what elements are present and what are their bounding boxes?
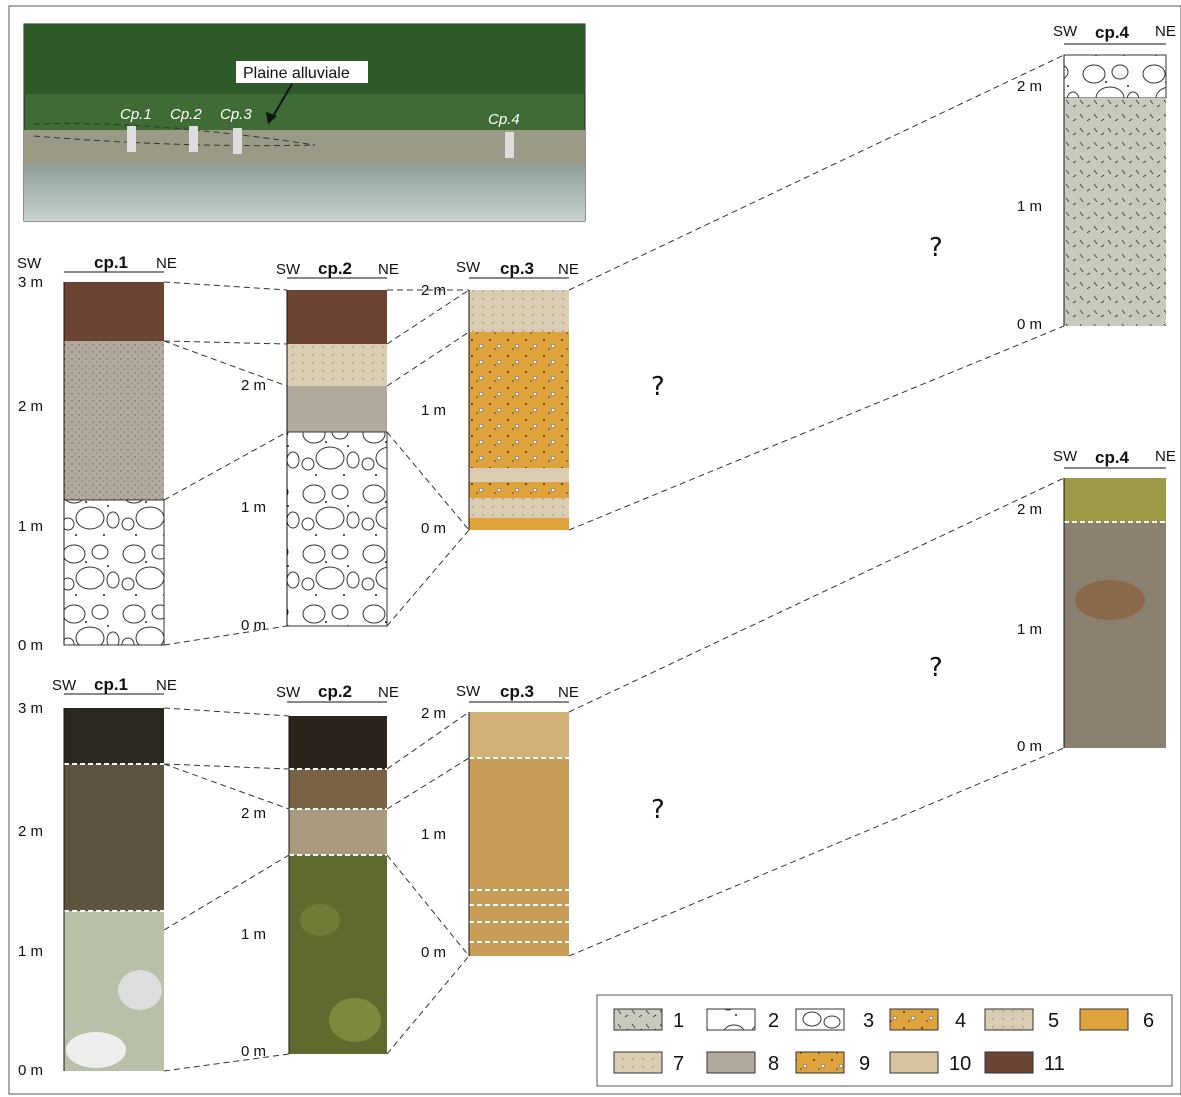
legend-label-5: 5 [1048, 1010, 1059, 1032]
depth-3m: 3 m [18, 700, 43, 717]
depth-1m: 1 m [241, 499, 266, 516]
legend-swatch-9 [795, 1051, 845, 1074]
depth-2m: 2 m [18, 823, 43, 840]
depth-2m: 2 m [421, 282, 446, 299]
profile-title-cp3: cp.3 [500, 259, 534, 278]
profile-title-cp2: cp.2 [318, 682, 352, 701]
legend-label-11: 11 [1044, 1053, 1065, 1075]
depth-0m: 0 m [18, 1062, 43, 1079]
unknown-marker: ? [651, 372, 665, 402]
depth-2m: 2 m [18, 398, 43, 415]
depth-3m: 3 m [18, 274, 43, 291]
legend-label-1: 1 [673, 1010, 684, 1032]
depth-2m: 2 m [241, 805, 266, 822]
profile-title-cp1: cp.1 [94, 675, 128, 694]
legend-swatch-10 [889, 1051, 939, 1074]
orientation-ne: NE [156, 255, 177, 272]
profile-title-cp1: cp.1 [94, 253, 128, 272]
profile-cp3-photo: SW cp.3 NE 2 m 1 m 0 m [421, 682, 579, 961]
profile-title-cp4: cp.4 [1095, 23, 1130, 42]
legend-label-8: 8 [768, 1053, 779, 1075]
legend-label-7: 7 [673, 1053, 684, 1075]
depth-1m: 1 m [18, 518, 43, 535]
legend-label-9: 9 [859, 1053, 870, 1075]
depth-2m: 2 m [1017, 78, 1042, 95]
legend-label-4: 4 [955, 1010, 966, 1032]
legend-swatch-7 [613, 1051, 663, 1074]
depth-1m: 1 m [1017, 621, 1042, 638]
marker-cp1: Cp.1 [120, 106, 152, 123]
unknown-marker: ? [929, 233, 943, 263]
depth-0m: 0 m [1017, 738, 1042, 755]
profile-title-cp3: cp.3 [500, 682, 534, 701]
orientation-ne: NE [558, 261, 579, 278]
depth-1m: 1 m [421, 402, 446, 419]
depth-1m: 1 m [241, 926, 266, 943]
depth-0m: 0 m [1017, 316, 1042, 333]
legend-swatch-8 [706, 1051, 756, 1074]
legend-swatch-4 [889, 1008, 939, 1031]
legend-swatch-1 [613, 1008, 663, 1031]
depth-0m: 0 m [421, 944, 446, 961]
orientation-sw: SW [276, 261, 301, 278]
orientation-ne: NE [558, 684, 579, 701]
profile-title-cp2: cp.2 [318, 259, 352, 278]
site-photo: Cp.1 Cp.2 Cp.3 Cp.4 Plaine alluviale [23, 23, 586, 222]
legend-label-3: 3 [863, 1010, 874, 1032]
orientation-ne: NE [156, 677, 177, 694]
orientation-sw: SW [456, 683, 481, 700]
depth-1m: 1 m [421, 826, 446, 843]
unknown-marker: ? [929, 653, 943, 683]
profile-cp2-photo: SW cp.2 NE 2 m 1 m 0 m [241, 682, 399, 1060]
legend-swatch-3 [795, 1008, 845, 1031]
orientation-ne: NE [1155, 448, 1176, 465]
orientation-sw: SW [1053, 23, 1078, 40]
depth-1m: 1 m [18, 943, 43, 960]
legend-label-10: 10 [949, 1053, 971, 1075]
depth-0m: 0 m [241, 1043, 266, 1060]
depth-0m: 0 m [421, 520, 446, 537]
legend-label-2: 2 [768, 1010, 779, 1032]
depth-2m: 2 m [1017, 501, 1042, 518]
unknown-marker: ? [651, 795, 665, 825]
marker-cp4: Cp.4 [488, 111, 520, 128]
orientation-sw: SW [17, 255, 42, 272]
legend: 1 2 3 4 5 6 7 8 9 10 11 [596, 994, 1173, 1087]
depth-2m: 2 m [241, 377, 266, 394]
orientation-ne: NE [378, 684, 399, 701]
depth-0m: 0 m [18, 637, 43, 654]
depth-1m: 1 m [1017, 198, 1042, 215]
correlation-lines [163, 54, 1065, 1072]
profile-title-cp4: cp.4 [1095, 448, 1130, 467]
orientation-ne: NE [378, 261, 399, 278]
profile-cp1-photo: SW cp.1 NE 3 m 2 m 1 m 0 m [18, 675, 177, 1079]
orientation-sw: SW [456, 259, 481, 276]
profile-cp4-drawn: SW cp.4 NE 2 m 1 m 0 m [1017, 23, 1176, 333]
callout-label: Plaine alluviale [243, 65, 350, 82]
profile-cp3-drawn: SW cp.3 NE 2 m 1 m 0 m [421, 259, 579, 537]
profile-cp4-photo: SW cp.4 NE 2 m 1 m 0 m [1017, 448, 1176, 755]
orientation-ne: NE [1155, 23, 1176, 40]
legend-swatch-2 [706, 1008, 756, 1031]
orientation-sw: SW [1053, 448, 1078, 465]
marker-cp3: Cp.3 [220, 106, 252, 123]
legend-swatch-6 [1079, 1008, 1129, 1031]
orientation-sw: SW [52, 677, 77, 694]
profile-cp2-drawn: SW cp.2 NE 2 m 1 m 0 m [241, 259, 399, 634]
depth-0m: 0 m [241, 617, 266, 634]
legend-swatch-11 [984, 1051, 1034, 1074]
marker-cp2: Cp.2 [170, 106, 202, 123]
orientation-sw: SW [276, 684, 301, 701]
legend-swatch-5 [984, 1008, 1034, 1031]
depth-2m: 2 m [421, 705, 446, 722]
legend-label-6: 6 [1143, 1010, 1154, 1032]
profile-cp1-drawn: SW cp.1 NE 3 m 2 m 1 m 0 m [17, 253, 177, 654]
